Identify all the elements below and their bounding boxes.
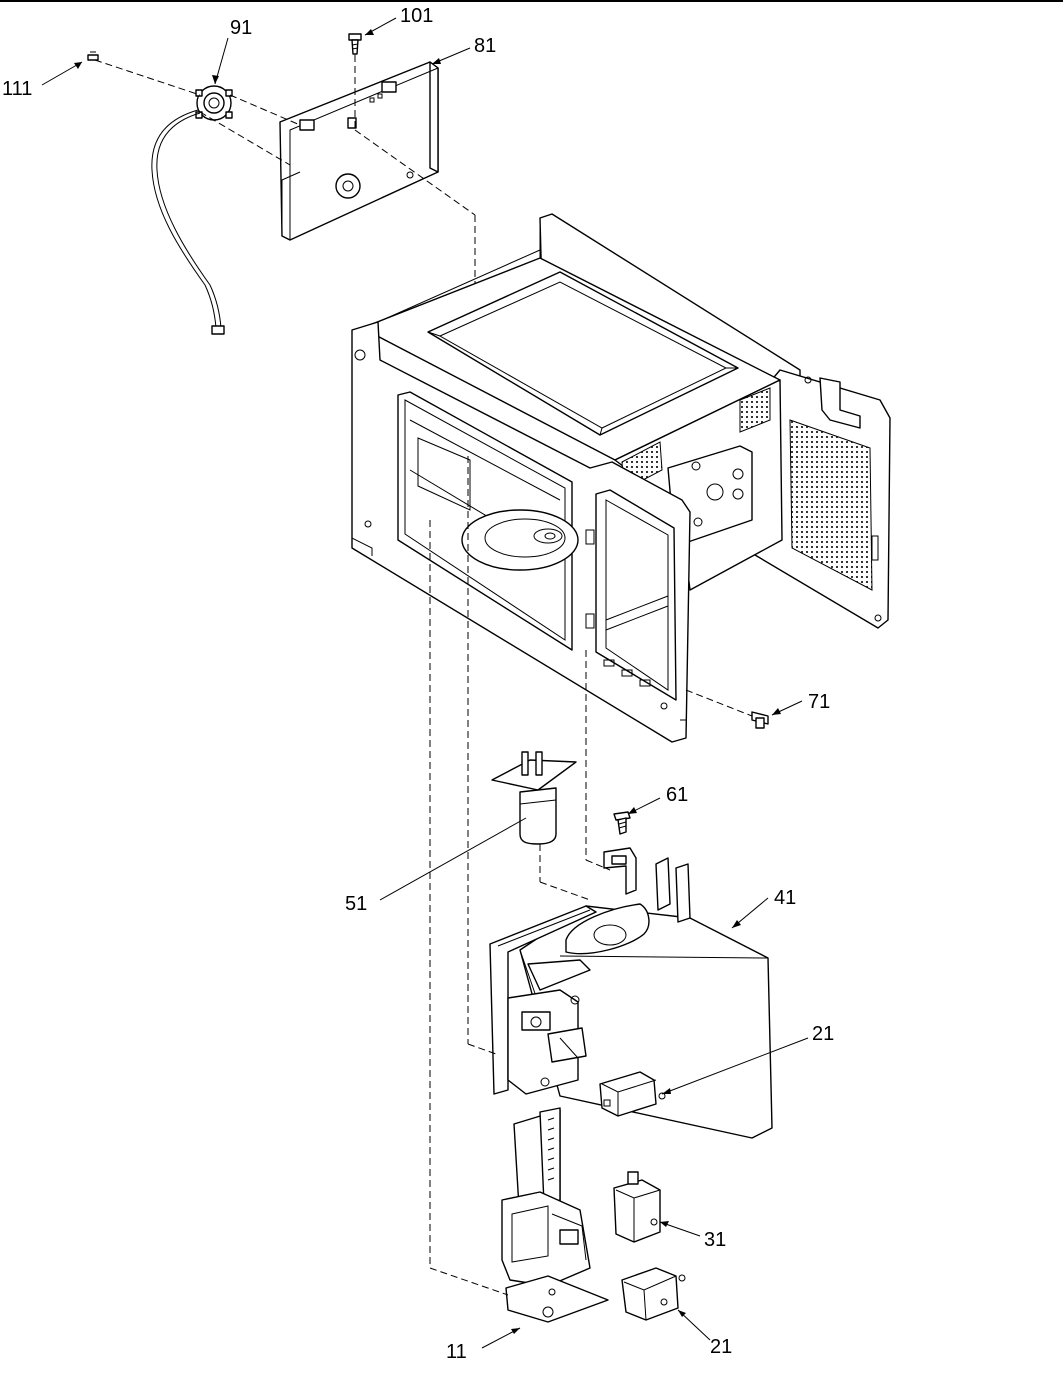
part-41-latch-housing [489,847,773,1139]
leader-lines [41,17,809,1349]
part-21-switch-lower [621,1267,686,1321]
assembly-lines-bottom [429,456,611,1296]
callout-21-upper: 21 [812,1023,834,1045]
part-51-lamp [491,751,591,901]
part-61-screw [613,811,631,835]
callout-41: 41 [774,887,796,909]
part-91-thermal-cutout [151,85,233,335]
callout-21-lower: 21 [710,1336,732,1358]
part-71-screw [685,689,769,729]
callout-71: 71 [808,691,830,713]
callout-91: 91 [230,17,252,39]
microwave-cavity [351,213,891,743]
part-111-screw [87,51,99,61]
callout-31: 31 [704,1229,726,1251]
part-21-switch-upper [599,1071,666,1117]
callout-11: 11 [446,1341,467,1363]
callout-111: 111 [2,78,32,100]
part-101-screw [348,33,362,55]
part-31-switch [613,1171,661,1243]
callout-101: 101 [400,5,433,27]
callout-51: 51 [345,893,367,915]
part-11-latch-lever [501,1107,609,1323]
callout-61: 61 [666,784,688,806]
callout-81: 81 [474,35,496,57]
part-81-bracket-plate [279,61,439,241]
